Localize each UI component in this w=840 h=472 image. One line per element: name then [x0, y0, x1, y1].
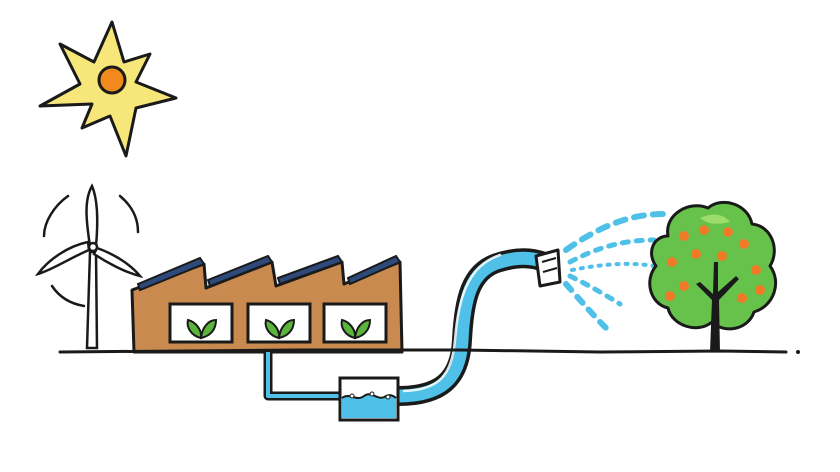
greenhouse-window-1 [168, 302, 234, 344]
motion-arc-upper-right [118, 194, 140, 234]
leaf-icon [340, 318, 357, 340]
solar-panel-3 [276, 254, 344, 286]
leaf-icon [264, 318, 281, 340]
drain-pipe [263, 352, 342, 401]
solar-panel-2 [206, 254, 274, 288]
ground-line [58, 348, 800, 354]
leaf-icon [277, 318, 296, 340]
sun-icon [38, 20, 178, 158]
greenhouse-window-3 [322, 302, 388, 344]
water-spray [563, 211, 667, 333]
wind-turbine-icon [34, 183, 144, 350]
motion-arc-lower-left [50, 284, 86, 308]
turbine-blade-right [92, 246, 144, 279]
leaf-icon [199, 318, 218, 340]
fruit-set [665, 225, 765, 303]
sprinkler-nozzle-icon [534, 248, 562, 288]
turbine-blade-left [34, 240, 91, 277]
greenhouse-window-2 [246, 302, 312, 344]
factory-greenhouse-icon [130, 254, 404, 354]
solar-panel-1 [136, 256, 206, 292]
turbine-tower [85, 250, 99, 350]
water-tank-icon [338, 376, 400, 422]
motion-arc-upper-left [42, 194, 70, 238]
hose-icon [388, 248, 554, 406]
tree-trunk [696, 262, 739, 352]
fruit-tree-icon [648, 200, 778, 352]
leaf-icon [186, 318, 203, 340]
turbine-blade-top [85, 183, 99, 248]
leaf-icon [353, 318, 372, 340]
solar-panel-4 [346, 254, 402, 286]
